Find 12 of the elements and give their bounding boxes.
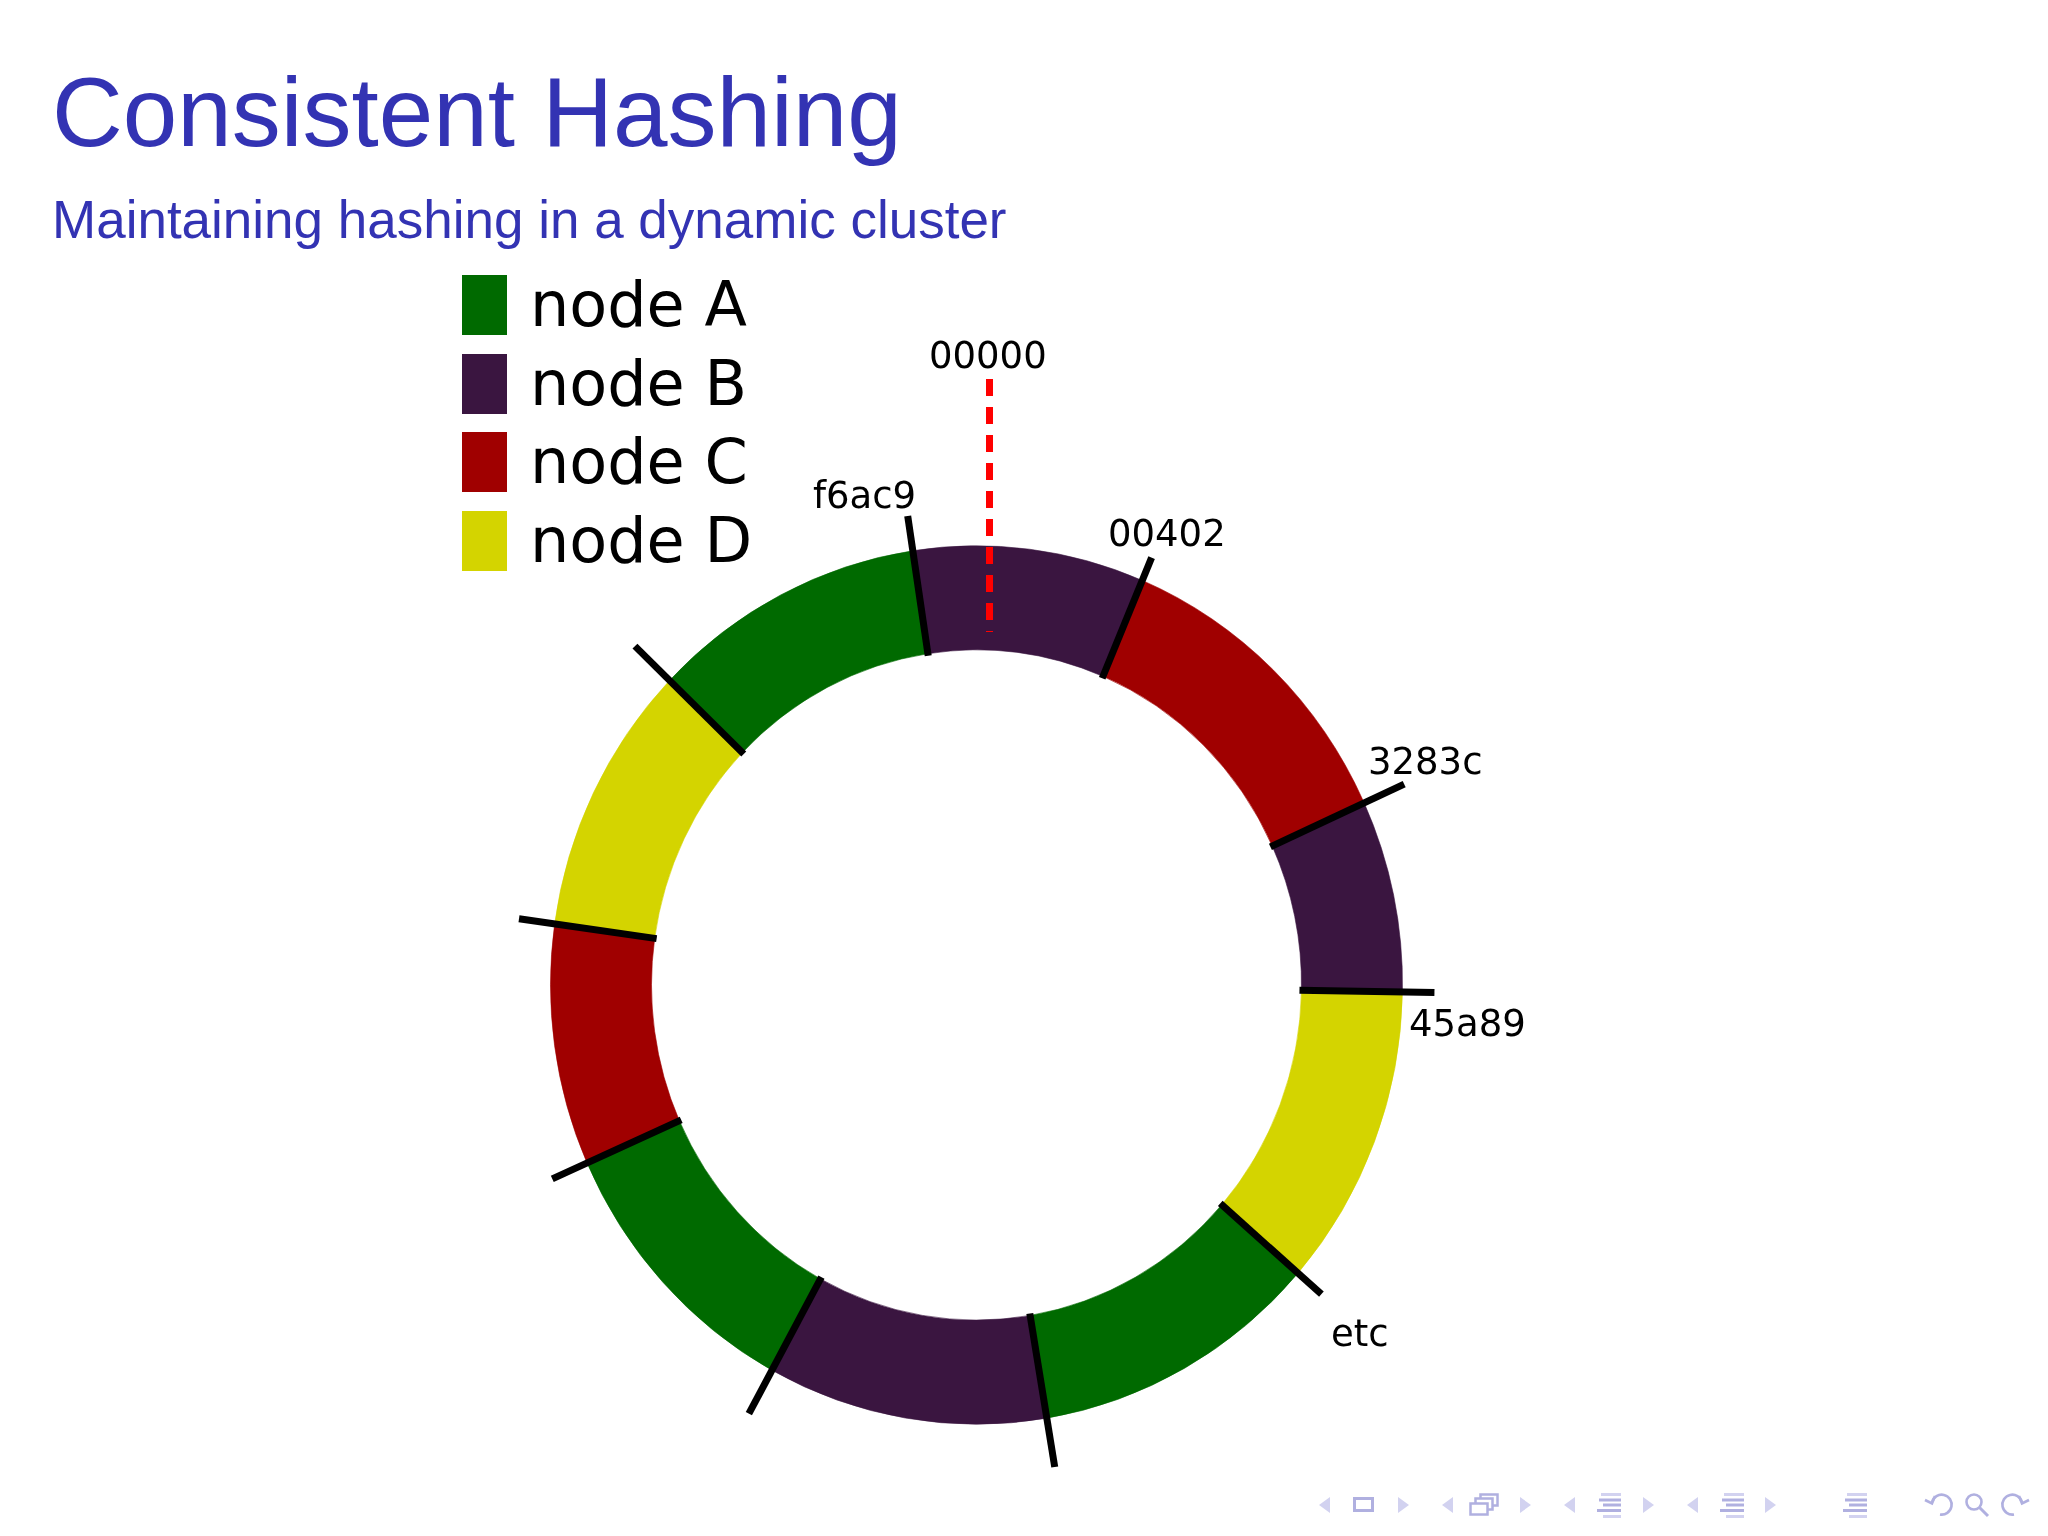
hash-label: f6ac9 <box>813 474 917 519</box>
hash-label: 00000 <box>929 334 1047 379</box>
legend-label: node B <box>530 347 747 422</box>
slide-title: Consistent Hashing <box>52 56 902 170</box>
hash-label: 3283c <box>1368 740 1483 785</box>
legend-label: node A <box>530 268 747 343</box>
hash-label: etc <box>1331 1312 1389 1357</box>
legend-label: node D <box>530 504 753 579</box>
slide-subtitle: Maintaining hashing in a dynamic cluster <box>52 189 1007 252</box>
hash-label: 45a89 <box>1409 1002 1526 1047</box>
legend-label: node C <box>530 425 748 500</box>
hash-label: 00402 <box>1108 512 1226 557</box>
